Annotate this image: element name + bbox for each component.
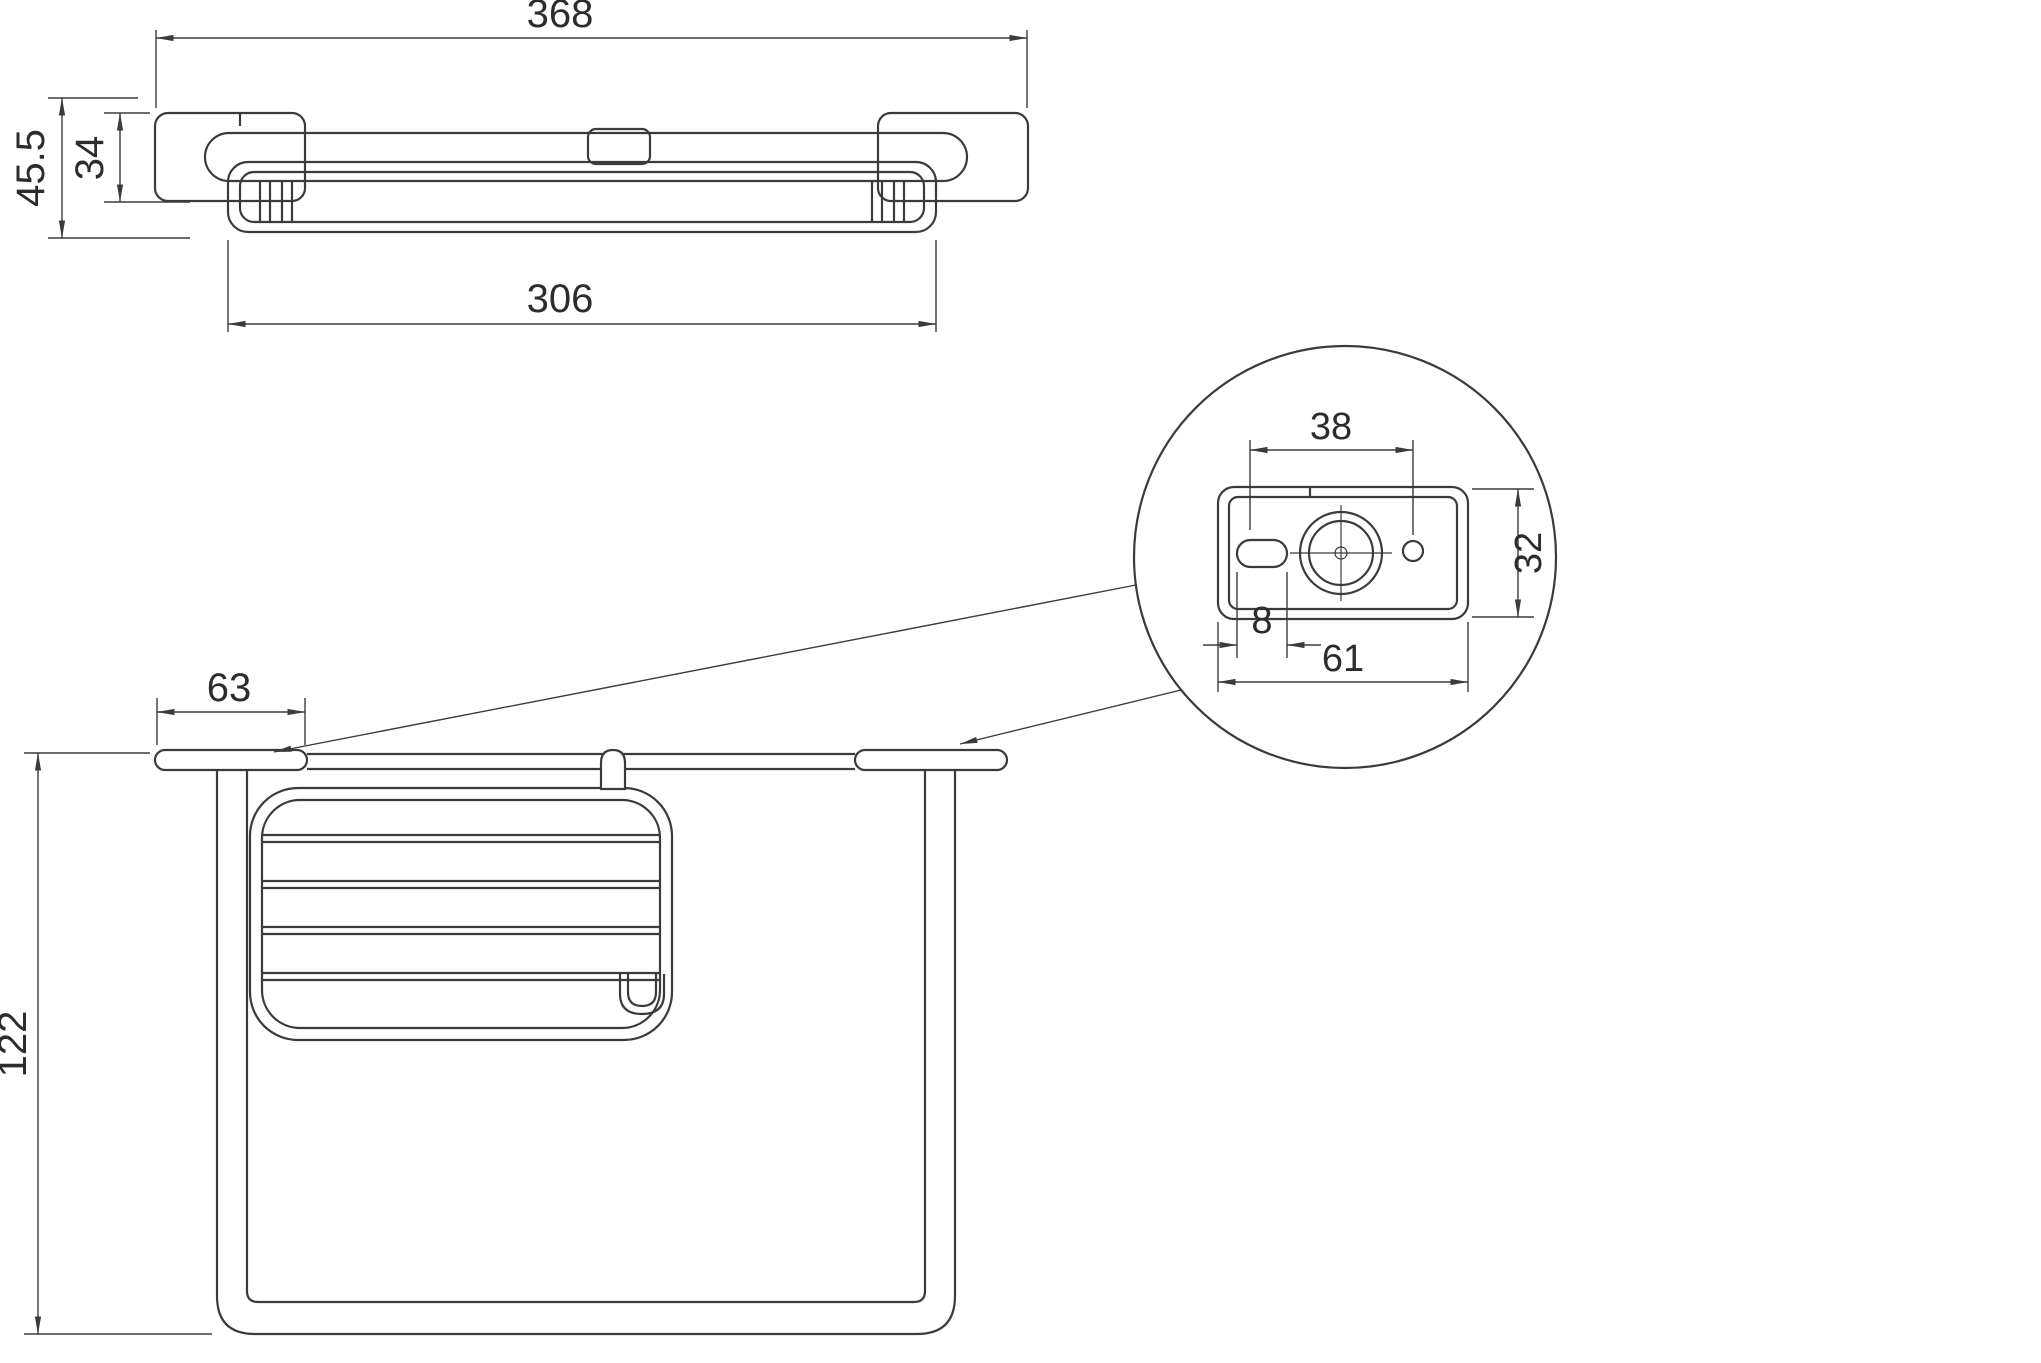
- top-basket-inner: [238, 170, 926, 224]
- top-hook-tab: [586, 127, 652, 166]
- front-drain-hook-outer: [618, 974, 666, 1016]
- overall-height-label: 122: [0, 1011, 35, 1078]
- top-basket-outer: [226, 160, 938, 234]
- top-rail: [203, 131, 969, 183]
- dim-bracket-width: 63: [156, 666, 306, 745]
- plate-height-label: 32: [1508, 532, 1550, 574]
- detail-view: [273, 344, 1558, 770]
- front-frame-inner: [245, 770, 927, 1304]
- detail-screw-hole: [1401, 539, 1425, 563]
- overall-width-label: 368: [527, 0, 594, 36]
- front-frame-outer: [215, 770, 957, 1336]
- plate-width-label: 61: [1322, 638, 1364, 680]
- front-drain-hook-inner: [626, 974, 658, 1008]
- slot-width-label: 8: [1251, 600, 1272, 642]
- hole-spacing-label: 38: [1310, 406, 1352, 448]
- top-left-bracket: [153, 111, 307, 203]
- detail-circle: [1132, 344, 1558, 770]
- dim-basket-width: 306: [227, 240, 937, 332]
- front-hook-tab: [599, 748, 627, 791]
- front-left-bracket: [153, 748, 309, 772]
- dim-slot-width: 8: [1203, 572, 1321, 658]
- leader-left: [273, 584, 1137, 753]
- top-view: [153, 111, 1030, 234]
- basket-width-label: 306: [527, 277, 594, 321]
- detail-plate-outer: [1216, 485, 1470, 621]
- front-basket-inner: [260, 798, 662, 1030]
- dim-hole-spacing: 38: [1249, 406, 1414, 535]
- front-basket-outer: [248, 786, 674, 1042]
- bracket-depth-label: 34: [68, 136, 112, 181]
- dim-plate-height: 32: [1472, 488, 1550, 618]
- dim-plate-width: 61: [1217, 622, 1469, 692]
- total-depth-label: 45.5: [9, 129, 53, 207]
- leader-right: [959, 689, 1182, 745]
- front-basket-wires: [262, 833, 660, 982]
- dim-overall-width: 368: [155, 0, 1028, 108]
- dim-total-depth: 45.5: [9, 97, 190, 239]
- dim-bracket-depth: 34: [68, 112, 190, 203]
- top-right-bracket: [876, 111, 1030, 203]
- detail-plate-inner: [1227, 495, 1459, 611]
- front-right-bracket: [853, 748, 1009, 772]
- dim-overall-height: 122: [0, 752, 212, 1335]
- front-view: [153, 748, 1009, 1336]
- detail-slot: [1235, 538, 1289, 569]
- bracket-width-label: 63: [207, 666, 252, 710]
